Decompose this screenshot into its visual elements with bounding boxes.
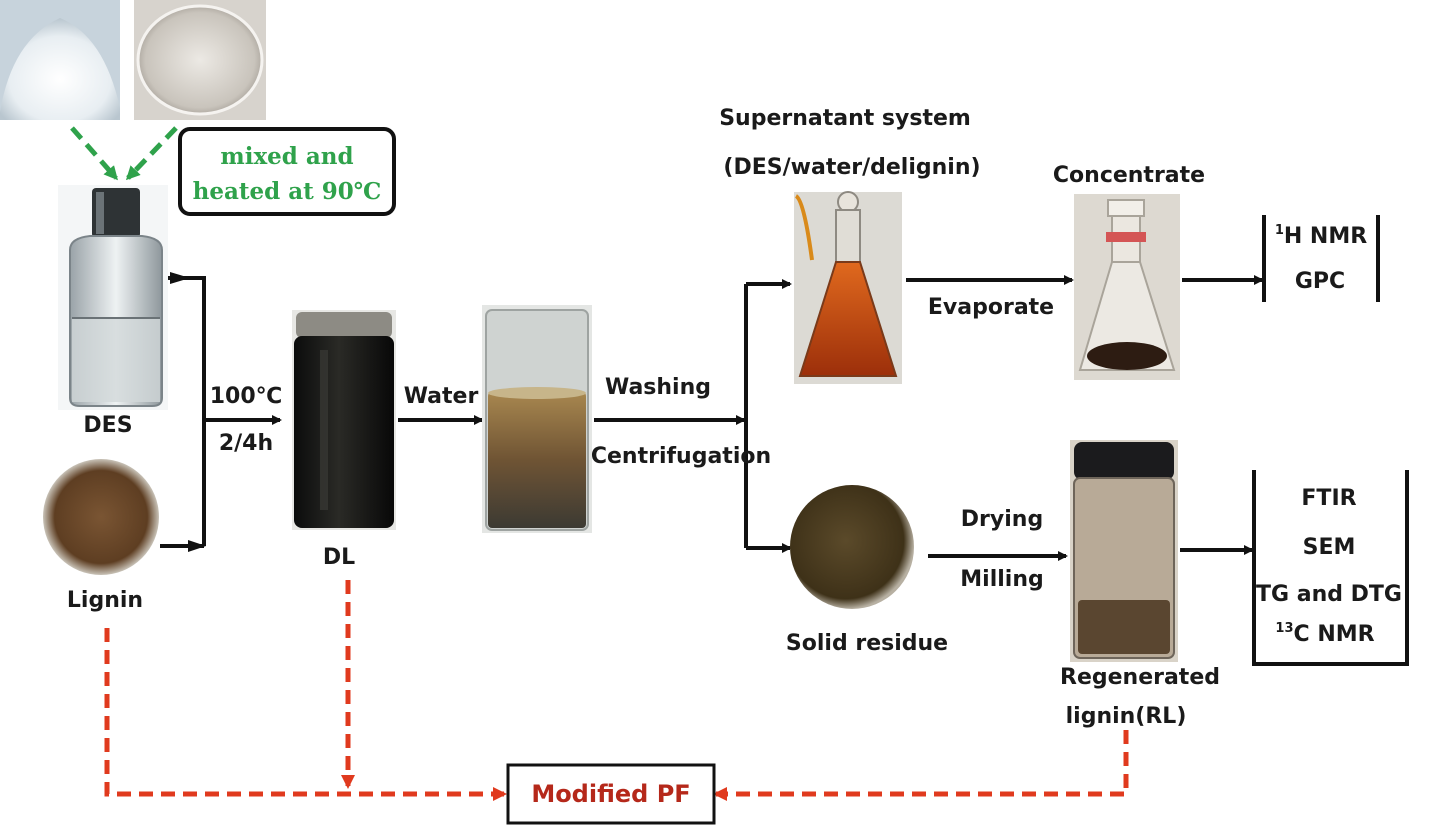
dl-bottle-photo — [292, 310, 396, 530]
ftir-label: FTIR — [1301, 486, 1356, 511]
mix-line-1: mixed and — [220, 143, 353, 170]
bottom-analysis-bracket — [1252, 470, 1409, 666]
beaker-photo — [482, 305, 592, 533]
tg-label: TG and DTG — [1256, 582, 1402, 607]
modified-pf-label: Modified PF — [531, 780, 690, 808]
supernatant-label-1: Supernatant system — [719, 106, 971, 131]
mixing-condition-box: mixed and heated at 90℃ — [178, 127, 396, 216]
modified-pf-flows — [104, 580, 1129, 801]
c-nmr-superscript: 13 — [1275, 621, 1293, 636]
c-nmr-text: C NMR — [1294, 622, 1375, 647]
lignin-label: Lignin — [67, 588, 143, 613]
regenerated-label-2: lignin(RL) — [1066, 704, 1187, 729]
split-connector — [594, 279, 792, 553]
white-powder-photo — [0, 0, 120, 120]
concentrate-flask-photo — [1074, 194, 1180, 380]
feed-connector — [160, 272, 282, 552]
water-label: Water — [404, 384, 479, 409]
solid-residue-photo — [790, 485, 914, 609]
gpc-label: GPC — [1295, 269, 1345, 294]
dl-label: DL — [323, 545, 355, 570]
h-nmr-text: H NMR — [1284, 224, 1367, 249]
washing-label: Washing — [605, 375, 711, 400]
evaporate-label: Evaporate — [928, 295, 1054, 320]
solid-residue-label: Solid residue — [786, 631, 948, 656]
des-bottle-photo — [58, 185, 168, 410]
concentrate-label: Concentrate — [1053, 163, 1205, 188]
mixing-arrows — [70, 126, 178, 181]
supernatant-label-2: (DES/water/delignin) — [723, 155, 980, 180]
h-nmr-superscript: 1 — [1275, 223, 1284, 238]
modified-pf-box: Modified PF — [506, 763, 716, 825]
des-label: DES — [83, 413, 132, 438]
temperature-label: 100℃ — [210, 384, 283, 409]
top-analysis-bracket — [1262, 215, 1380, 302]
h-nmr-label: 1H NMR — [1275, 223, 1367, 249]
time-label: 2/4h — [219, 431, 273, 456]
c-nmr-label: 13C NMR — [1275, 621, 1374, 647]
milling-label: Milling — [960, 567, 1043, 592]
sem-label: SEM — [1303, 535, 1356, 560]
lignin-powder-photo — [43, 459, 159, 575]
centrifugation-label: Centrifugation — [591, 444, 771, 469]
regenerated-label-1: Regenerated — [1060, 665, 1220, 690]
grey-powder-photo — [134, 0, 266, 120]
supernatant-flask-photo — [794, 191, 902, 384]
drying-label: Drying — [961, 507, 1043, 532]
regenerated-lignin-photo — [1070, 440, 1178, 662]
mix-line-2: heated at 90℃ — [193, 178, 382, 205]
